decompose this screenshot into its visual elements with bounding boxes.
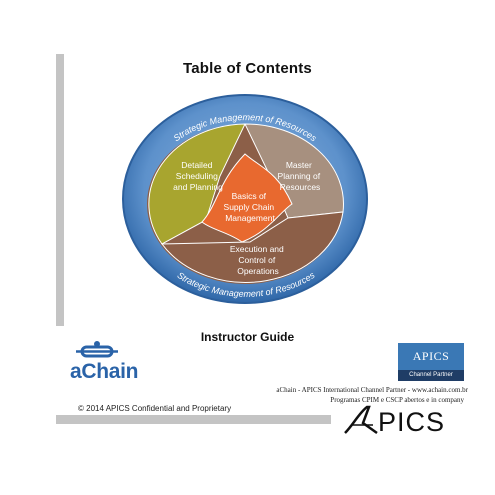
copyright-notice: © 2014 APICS Confidential and Proprietar…	[78, 404, 232, 413]
apics-badge-subtitle: Channel Partner	[398, 370, 464, 381]
segment-execution-control	[161, 211, 344, 283]
instructor-guide-label: Instructor Guide	[200, 330, 295, 344]
supply-chain-diagram: Strategic Management of Resources Strate…	[122, 94, 368, 304]
apics-logo-text: PICS	[378, 407, 446, 437]
page-title: Table of Contents	[183, 60, 312, 77]
apics-a-swoosh-icon	[344, 405, 378, 435]
achain-brand-name: aChain	[70, 360, 139, 383]
achain-logo-icon	[76, 341, 118, 358]
segment-master-planning	[244, 123, 344, 219]
partner-info-line: aChain - APICS International Channel Par…	[276, 386, 468, 394]
left-decorative-bar	[56, 54, 64, 326]
segment-label-master: Master Planning of Resources	[278, 160, 323, 192]
segment-label-detailed: Detailed Scheduling and Planning	[173, 160, 223, 192]
bottom-decorative-bar	[56, 415, 331, 424]
segment-detailed-scheduling	[148, 123, 246, 245]
segment-label-basics: Basics of Supply Chain Management	[224, 191, 277, 223]
apics-badge-title: APICS	[398, 343, 464, 370]
segment-basics-supply-chain	[201, 153, 293, 243]
programs-info-line: Programas CPIM e CSCP abertos e in compa…	[330, 396, 464, 404]
segment-label-execution: Execution and Control of Operations	[230, 244, 286, 276]
apics-channel-partner-badge: APICS Channel Partner	[398, 343, 464, 381]
